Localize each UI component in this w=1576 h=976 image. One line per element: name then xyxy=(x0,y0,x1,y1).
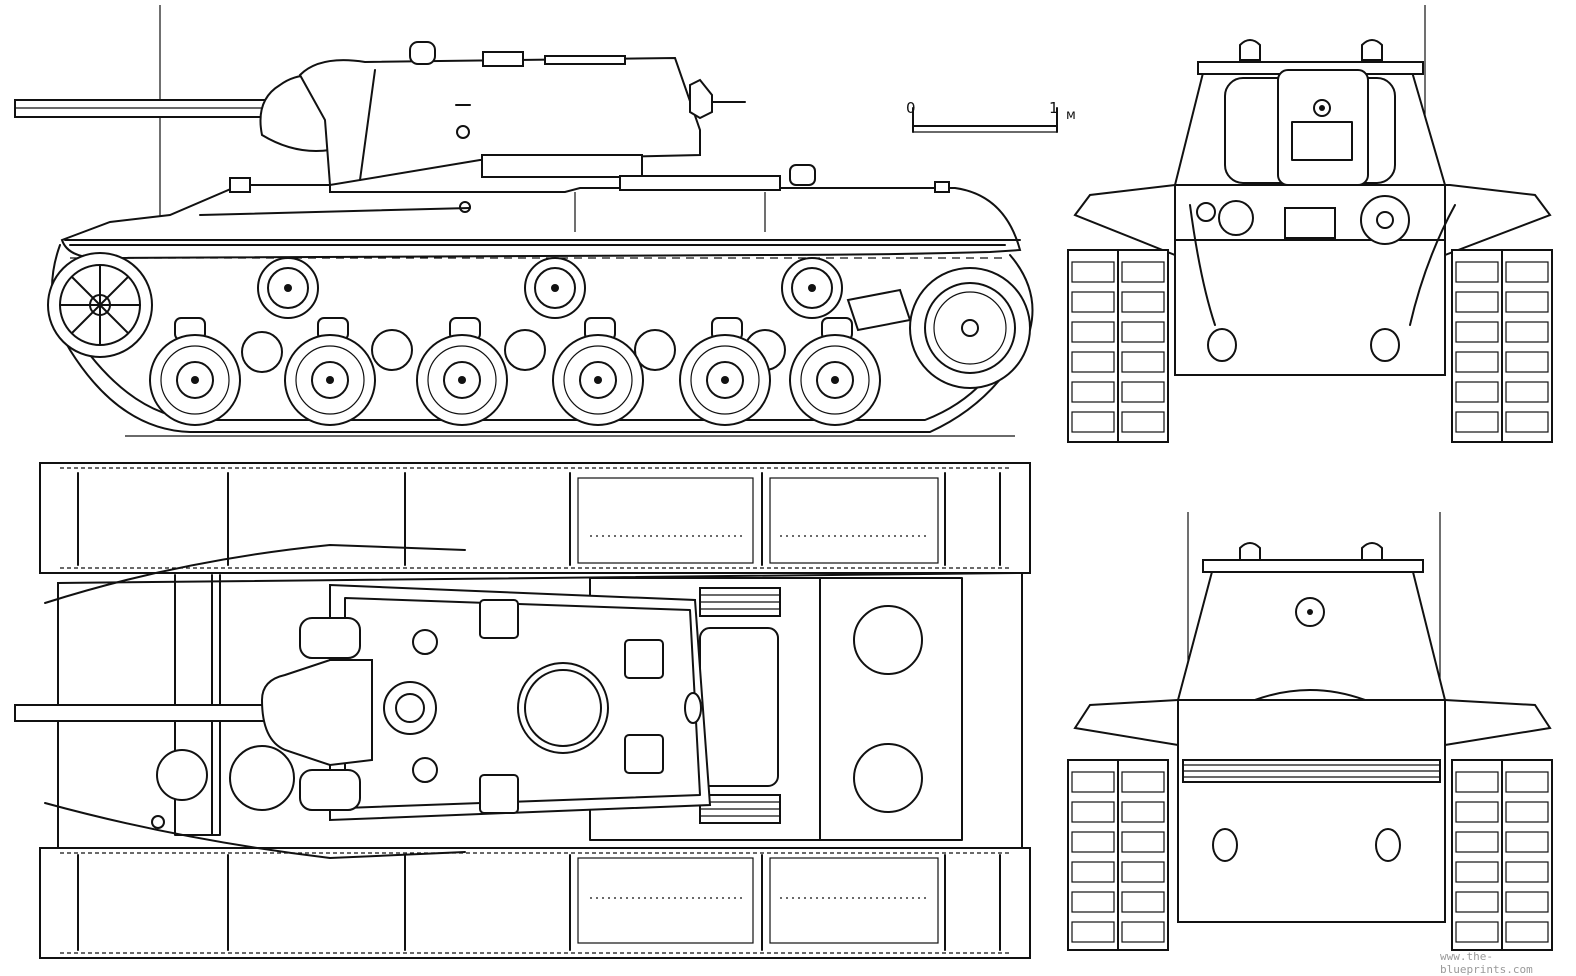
side-road-wheel xyxy=(284,334,376,426)
scale-unit-label: м xyxy=(1066,108,1076,123)
rear-left-track xyxy=(1067,759,1169,951)
top-left-track xyxy=(39,462,1031,574)
top-view xyxy=(14,462,1031,959)
side-road-wheel xyxy=(679,334,771,426)
rear-turret xyxy=(1176,567,1447,701)
top-right-track xyxy=(39,847,1031,959)
side-road-wheel xyxy=(552,334,644,426)
scale-bar xyxy=(912,107,1058,133)
side-gun-barrel xyxy=(14,99,271,118)
rear-right-track xyxy=(1451,759,1553,951)
scale-zero-label: 0 xyxy=(906,99,916,117)
side-view xyxy=(14,5,1034,437)
side-turret-hatch xyxy=(409,41,436,65)
side-hull xyxy=(60,184,1022,260)
top-commander-cupola xyxy=(517,662,609,754)
side-suspension-arm xyxy=(174,288,912,373)
front-left-track xyxy=(1067,249,1169,443)
front-view xyxy=(1067,5,1553,443)
rear-view xyxy=(1067,512,1553,951)
front-right-track xyxy=(1451,249,1553,443)
top-engine-hatch xyxy=(853,605,923,675)
watermark: www.the-blueprints.com xyxy=(1440,950,1533,976)
side-road-wheel xyxy=(789,334,881,426)
side-idler-wheel xyxy=(47,252,153,358)
side-drive-sprocket xyxy=(909,267,1031,389)
scale-one-label: 1 xyxy=(1049,99,1059,117)
side-road-wheel xyxy=(149,334,241,426)
side-return-roller xyxy=(781,257,843,319)
side-turret xyxy=(298,56,701,187)
top-engine-hatch xyxy=(853,743,923,813)
top-gun-barrel xyxy=(14,704,266,722)
side-return-roller xyxy=(524,257,586,319)
side-road-wheel xyxy=(416,334,508,426)
side-return-roller xyxy=(257,257,319,319)
